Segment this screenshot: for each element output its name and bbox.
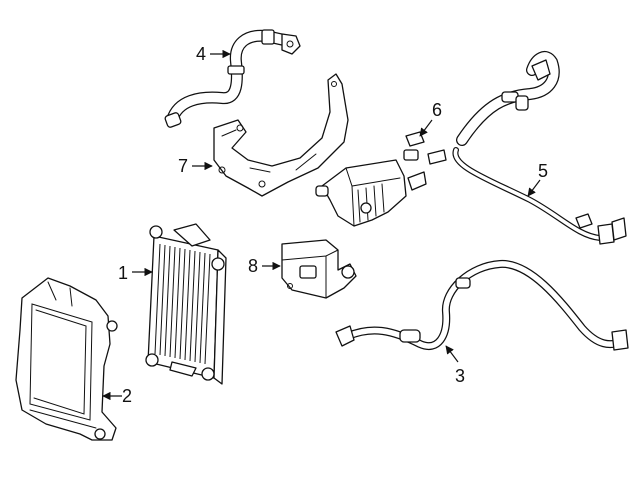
part-2-frame xyxy=(15,277,118,441)
callout-4: 4 xyxy=(196,44,206,64)
callout-6: 6 xyxy=(432,100,442,120)
leader-6 xyxy=(419,119,433,137)
callout-7: 7 xyxy=(178,156,188,176)
part-5-cooling-line xyxy=(452,51,627,245)
leader-3 xyxy=(445,345,459,363)
callout-1: 1 xyxy=(118,263,128,283)
part-4-coolant-hose xyxy=(164,29,301,128)
part-3-cooling-line xyxy=(335,259,629,351)
leader-lines xyxy=(102,49,541,401)
part-8-water-pump xyxy=(281,239,357,299)
callout-3: 3 xyxy=(455,366,465,386)
part-1-radiator xyxy=(145,223,227,385)
callout-labels: 1 2 3 4 5 6 7 8 xyxy=(118,44,548,406)
callout-2: 2 xyxy=(122,386,132,406)
leader-5 xyxy=(527,179,541,197)
part-6-oil-cooler xyxy=(315,131,447,227)
callout-5: 5 xyxy=(538,161,548,181)
callout-8: 8 xyxy=(248,256,258,276)
part-7-bracket xyxy=(213,73,349,197)
